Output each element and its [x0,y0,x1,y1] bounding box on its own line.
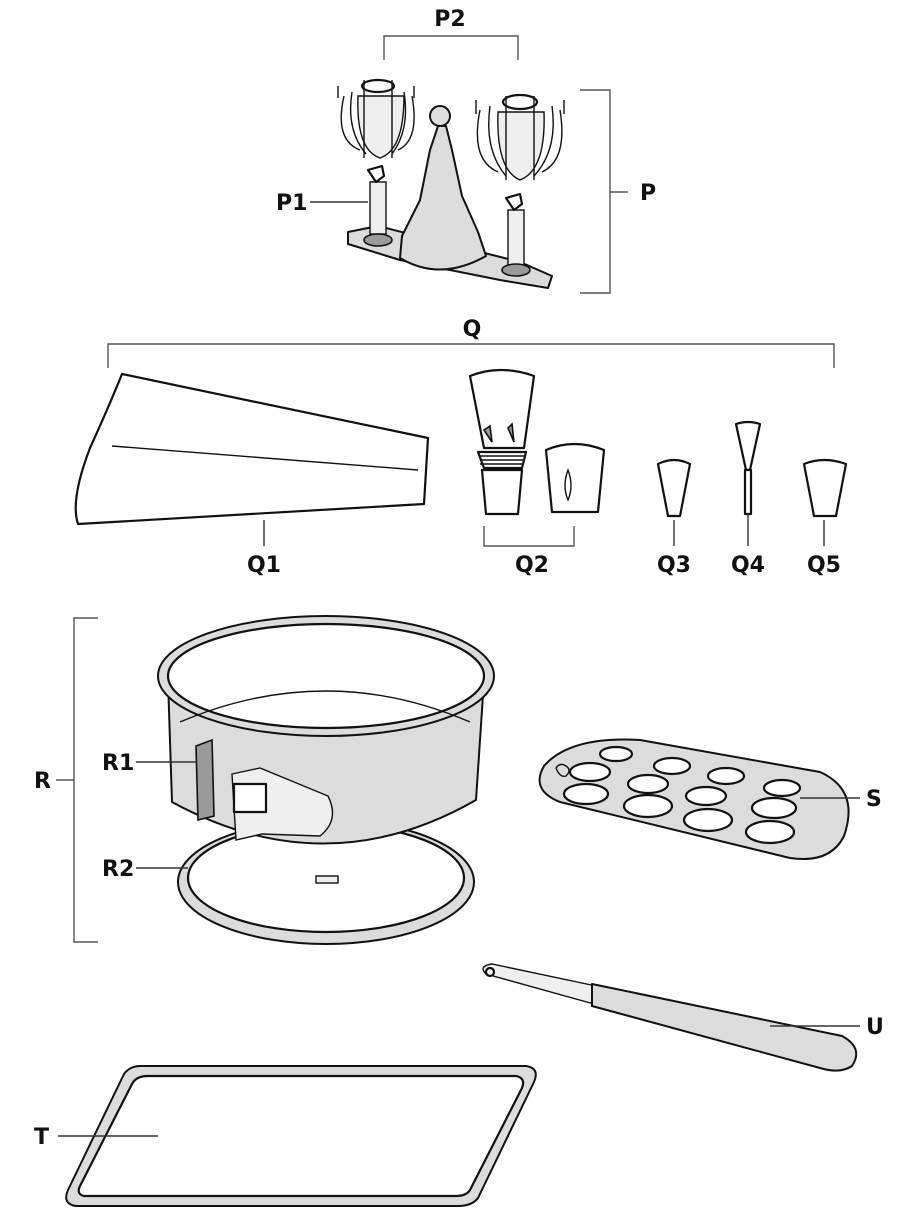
p-bracket [580,90,610,293]
label-q4: Q4 [731,553,765,578]
q-bracket [108,344,834,368]
label-p1: P1 [276,191,307,216]
piping-bag [76,374,428,524]
label-r1: R1 [102,751,134,776]
label-q1: Q1 [247,553,281,578]
filling-nozzle-tube [745,470,751,514]
filling-nozzle-head [736,422,760,470]
label-r: R [34,769,51,794]
baking-sheet-group [58,1066,536,1206]
left-shaft-foot [364,234,392,246]
label-q: Q [463,317,482,342]
adapter-cup [546,444,604,512]
label-u: U [866,1015,884,1040]
cone-knob [430,106,450,126]
spatula-group [483,964,860,1071]
left-shaft-tip [368,166,384,182]
muffin-tray-group [540,740,860,860]
springform-group [56,616,494,944]
whisk-attachment-group [310,36,628,293]
q2-bracket [484,526,574,546]
left-shaft [370,182,386,234]
adapter-top [470,370,534,448]
right-shaft-tip [506,194,522,210]
latch-block [234,784,266,812]
star-nozzle [658,460,690,516]
spatula-hole [486,968,494,976]
r-bracket [74,618,98,942]
label-q5: Q5 [807,553,841,578]
label-t: T [34,1125,49,1150]
left-whisk-head [338,80,414,158]
right-whisk-head [476,95,564,180]
adapter-bottom [482,470,522,514]
label-p2: P2 [434,7,465,32]
right-shaft-foot [502,264,530,276]
spatula-handle [592,984,856,1071]
p2-bracket [384,36,518,60]
latch-hinge [196,740,214,820]
spatula-blade [483,964,596,1004]
label-q3: Q3 [657,553,691,578]
label-r2: R2 [102,857,134,882]
label-p: P [640,181,656,206]
label-q2: Q2 [515,553,549,578]
base-logo [316,876,338,883]
round-nozzle [804,460,846,516]
label-s: S [866,787,882,812]
right-shaft [508,210,524,266]
piping-set-group [76,344,846,546]
central-cone [400,126,486,270]
